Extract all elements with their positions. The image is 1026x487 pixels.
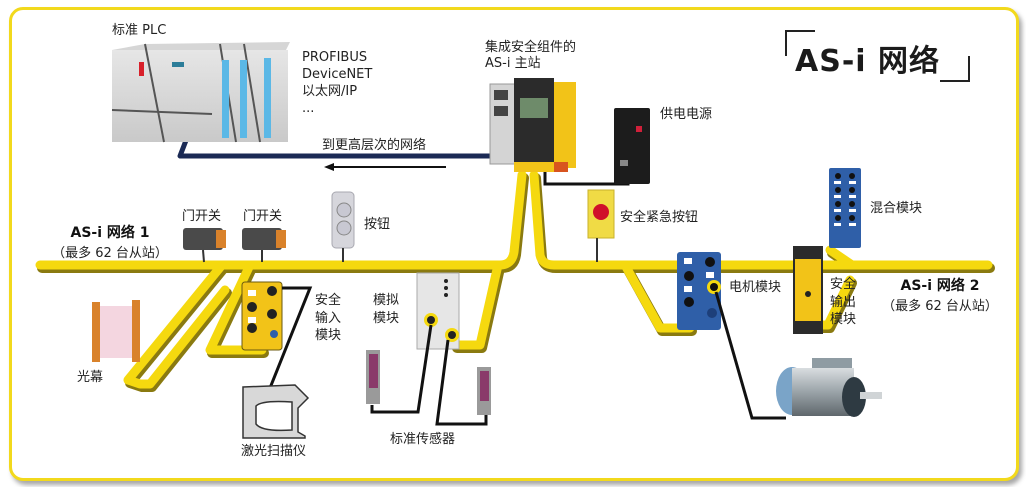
door-switch-icon-1: [183, 228, 226, 263]
standard-sensor-icon-2: [477, 367, 491, 415]
safety-output-module-icon: [793, 246, 823, 334]
mixed-module-branch: [825, 245, 857, 270]
door-switch-icon-2: [242, 228, 286, 262]
mixed-module-icon: [829, 168, 861, 248]
sensor-cable-2: [435, 339, 488, 426]
safety-output-module-label: 安全 输出 模块: [830, 277, 857, 328]
network-2-name: AS-i 网络 2: [900, 278, 980, 294]
master-label-line1: 集成安全组件的: [485, 40, 577, 55]
laser-scanner-label: 激光扫描仪: [241, 444, 307, 459]
power-supply-label: 供电电源: [660, 107, 713, 122]
network-1-name: AS-i 网络 1: [70, 225, 150, 241]
title-bracket-left: [785, 30, 815, 56]
door-switch-label-1: 门开关: [182, 209, 222, 224]
light-curtain-icon: [92, 300, 140, 362]
safety-input-module-icon: [241, 281, 283, 351]
as-i-network-1-label: AS-i 网络 1 （最多 62 台从站）: [40, 222, 180, 261]
laser-scanner-icon: [242, 384, 310, 439]
laser-scanner-cable: [268, 286, 313, 389]
as-i-network-2-line: [529, 170, 993, 270]
higher-network-label: 到更高层次的网络: [322, 138, 427, 153]
power-supply-icon: [614, 108, 650, 184]
analog-module-icon: [416, 272, 460, 350]
safety-input-module-label: 安全 输入 模块: [315, 293, 342, 344]
protocol-label-ethernet-ip: 以太网/IP: [302, 84, 358, 99]
network-2-capacity: （最多 62 台从站）: [882, 299, 998, 314]
motor-module-icon: [677, 252, 721, 330]
door-switch-label-2: 门开关: [243, 209, 283, 224]
network-1-capacity: （最多 62 台从站）: [52, 246, 168, 261]
motor-cable: [714, 291, 786, 420]
diagram-title: AS-i 网络: [795, 44, 941, 79]
protocol-label-more: ...: [302, 101, 315, 116]
master-label-line2: AS-i 主站: [485, 56, 541, 71]
emergency-stop-icon: [587, 189, 615, 262]
protocol-label-profibus: PROFIBUS: [302, 50, 368, 65]
push-button-icon: [331, 191, 355, 262]
as-i-network-2-label: AS-i 网络 2 （最多 62 台从站）: [870, 275, 1010, 314]
analog-module-label: 模拟 模块: [373, 293, 400, 326]
motor-icon: [776, 358, 882, 417]
plc-label: 标准 PLC: [112, 23, 167, 38]
standard-sensors-label: 标准传感器: [390, 432, 456, 447]
mixed-module-label: 混合模块: [870, 201, 923, 216]
emergency-stop-label: 安全紧急按钮: [620, 210, 699, 225]
standard-sensor-icon-1: [366, 350, 380, 404]
as-i-master-icon: [489, 78, 576, 172]
sensor-cable-1: [370, 324, 433, 414]
motor-module-label: 电机模块: [729, 280, 782, 295]
diagram-title-box: AS-i 网络: [785, 30, 970, 82]
plc-icon: [111, 42, 290, 143]
light-curtain-label: 光幕: [77, 370, 104, 385]
light-curtain-branch: [123, 260, 230, 389]
push-button-label: 按钮: [364, 217, 391, 232]
protocol-label-devicenet: DeviceNET: [302, 67, 373, 82]
analog-module-branch: [450, 260, 503, 350]
title-bracket-right: [940, 56, 970, 82]
